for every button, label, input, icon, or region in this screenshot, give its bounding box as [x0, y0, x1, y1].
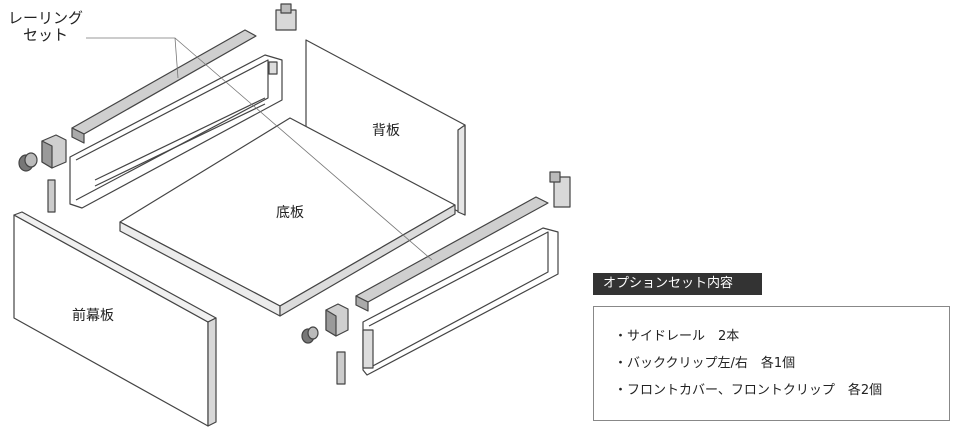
- left-front-cover: [41, 134, 67, 169]
- option-set-title: オプションセット内容: [593, 273, 762, 295]
- callout-leader-lines: [86, 37, 433, 261]
- left-railing: [71, 29, 257, 144]
- right-railing: [355, 196, 549, 312]
- front-panel: [13, 211, 217, 427]
- option-set-list: ・サイドレール 2本 ・バッククリップ左/右 各1個 ・フロントカバー、フロント…: [593, 306, 950, 421]
- right-front-cover: [325, 303, 349, 337]
- bottom-panel: [119, 117, 456, 317]
- back-panel-label: 背板: [372, 123, 400, 139]
- option-item-side-rail: ・サイドレール 2本: [614, 329, 740, 344]
- right-front-clip: [301, 326, 319, 344]
- left-bracket: [47, 179, 56, 213]
- right-bracket: [336, 351, 346, 385]
- right-side-rail: [362, 227, 559, 376]
- right-back-clip: [549, 171, 571, 208]
- back-panel: [305, 39, 466, 216]
- left-front-clip: [18, 152, 38, 172]
- left-side-rail: [69, 54, 283, 209]
- front-panel-label: 前幕板: [72, 307, 114, 324]
- option-item-back-clip: ・バッククリップ左/右 各1個: [614, 356, 796, 371]
- option-item-front-cover-clip: ・フロントカバー、フロントクリップ 各2個: [614, 383, 883, 398]
- railing-set-label: レーリング セット: [8, 9, 84, 44]
- bottom-panel-label: 底板: [276, 205, 304, 221]
- left-back-clip: [275, 3, 297, 31]
